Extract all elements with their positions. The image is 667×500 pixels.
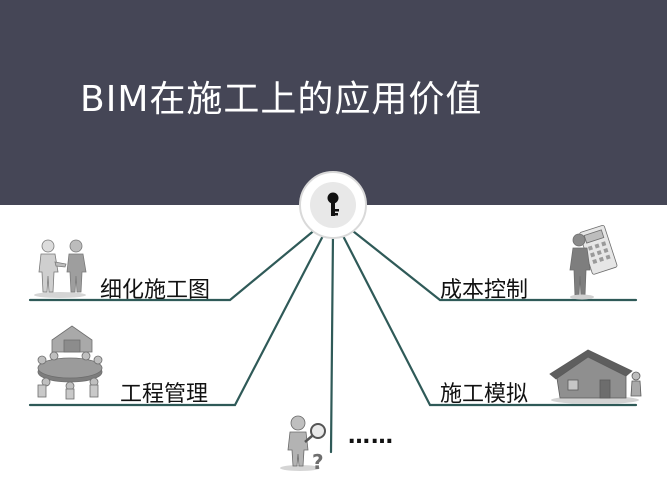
more-ellipsis: …… xyxy=(348,424,394,449)
item-label-cost-control: 成本控制 xyxy=(440,278,529,303)
key-icon xyxy=(327,192,339,216)
item-label-project-management: 工程管理 xyxy=(120,382,209,407)
calculator-person-icon xyxy=(569,224,618,300)
item-label-detail-drawings: 细化施工图 xyxy=(100,278,211,303)
connector-line-4 xyxy=(342,222,638,302)
page-title: BIM在施工上的应用价值 xyxy=(80,79,483,120)
house-model-icon xyxy=(549,349,642,404)
connector-line-2 xyxy=(28,228,328,407)
title-banner xyxy=(0,0,667,205)
item-label-construction-simulation: 施工模拟 xyxy=(440,382,529,407)
connector-line-1 xyxy=(28,222,324,302)
connector-line-5 xyxy=(338,228,638,407)
magnifier-question-icon: ? xyxy=(280,415,326,474)
svg-text:?: ? xyxy=(312,450,324,474)
meeting-table-icon xyxy=(37,325,103,400)
connector-line-3 xyxy=(329,231,335,454)
handshake-people-icon xyxy=(34,239,87,298)
